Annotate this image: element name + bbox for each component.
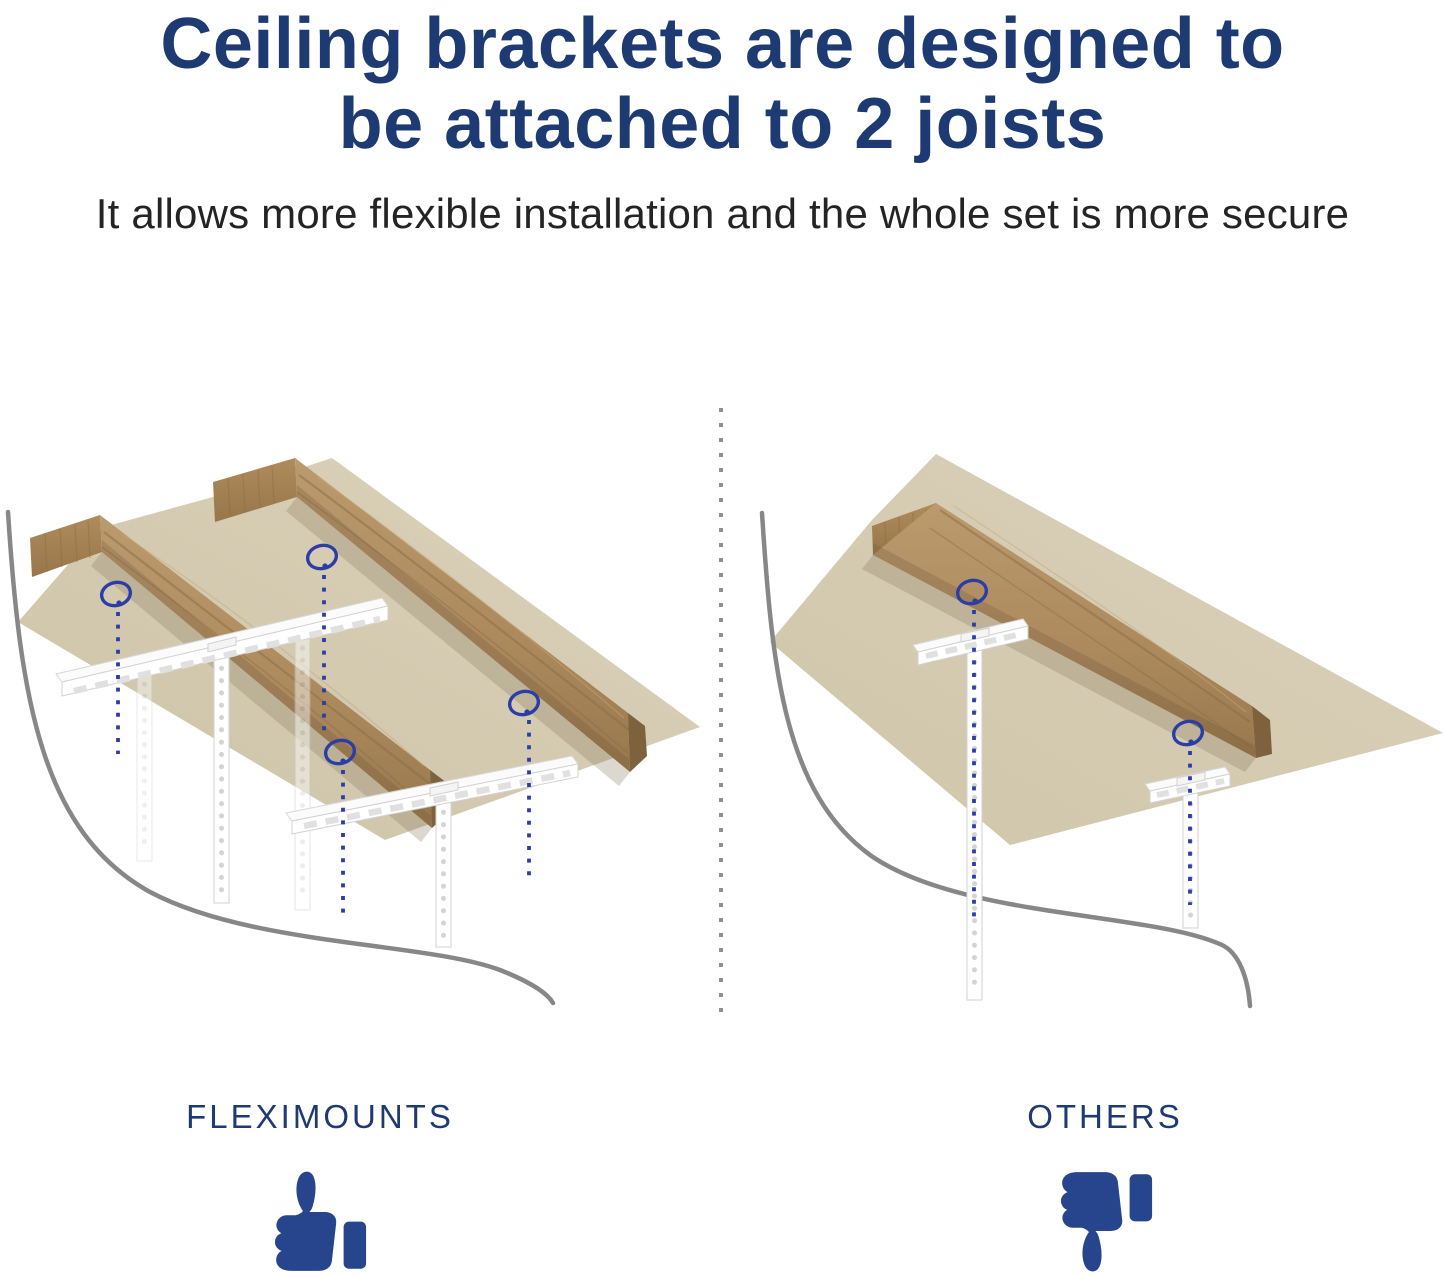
screw-markers (99, 543, 541, 920)
wood-joist (213, 458, 647, 772)
joist-shadow (286, 497, 630, 786)
title-line-1: Ceiling brackets are designed to (160, 4, 1285, 84)
ceiling-panel (18, 458, 700, 840)
dotted-divider (719, 408, 723, 1022)
joist-shadow (91, 552, 432, 842)
screw-markers (955, 578, 1205, 918)
page-subtitle: It allows more flexible installation and… (95, 190, 1350, 237)
page-title: Ceiling brackets are designed to be atta… (0, 4, 1445, 164)
bracket-rail (285, 755, 579, 948)
wood-joist (872, 503, 1272, 758)
joist-shadow (862, 555, 1256, 772)
bracket-rail (912, 618, 1029, 1001)
thumbs-down-icon (1060, 1172, 1153, 1272)
label-fleximounts: FLEXIMOUNTS (186, 1098, 454, 1135)
label-others: OTHERS (1027, 1098, 1183, 1135)
swoosh-curve (5, 509, 556, 1006)
title-line-2: be attached to 2 joists (338, 84, 1107, 164)
left-illustration (5, 458, 700, 1006)
right-illustration (759, 454, 1443, 1009)
thumbs-up-icon (274, 1171, 367, 1271)
bracket-rail (1144, 766, 1231, 929)
bracket-rail (55, 597, 389, 904)
swoosh-curve (759, 510, 1253, 1009)
bracket-post-ghost (136, 662, 153, 862)
bracket-post-ghost (294, 625, 311, 911)
